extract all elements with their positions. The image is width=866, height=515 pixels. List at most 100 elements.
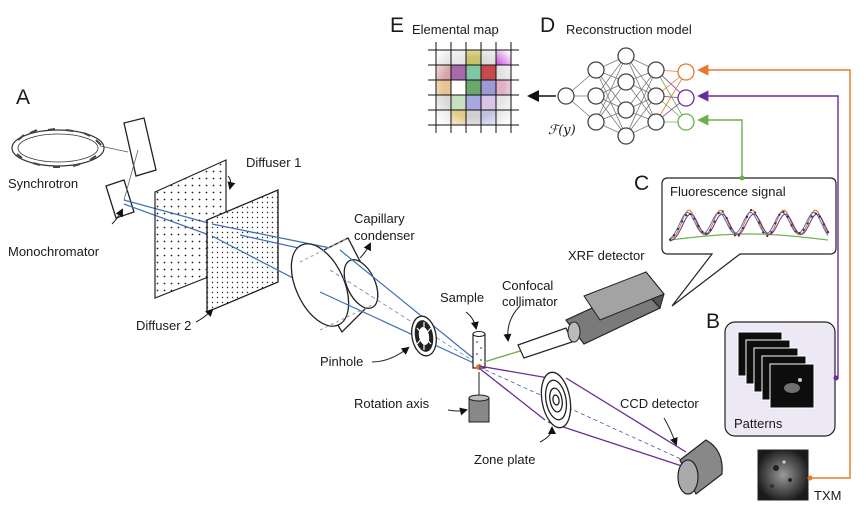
focused-beam: [319, 249, 479, 366]
nn-edge: [655, 71, 687, 123]
nn-node: [647, 87, 665, 105]
model-formula: ℱ(y): [548, 123, 576, 138]
spectrum-point: [822, 223, 826, 226]
pinhole: [411, 315, 437, 357]
spectrum-point: [677, 227, 680, 231]
synchrotron-label: Synchrotron: [8, 176, 78, 191]
monochromator: [105, 117, 157, 219]
fluorescence-signal-bubble: [661, 177, 837, 307]
spectrum-point: [790, 224, 793, 227]
nn-node: [587, 113, 605, 131]
spectrum-point: [693, 217, 696, 220]
spectrum-point: [774, 222, 777, 225]
spectrum-point: [681, 220, 684, 223]
spectrum-point: [806, 222, 809, 225]
confocal-label-line2: collimator: [502, 294, 558, 309]
spectrum-point: [737, 234, 740, 237]
spectrum-point: [810, 215, 813, 218]
spectrum-point: [713, 220, 716, 223]
spectrum-point: [701, 230, 704, 233]
nn-node: [647, 61, 665, 79]
fluorescence-signal-label: Fluorescence signal: [670, 184, 786, 199]
spectrum-point: [794, 230, 797, 233]
pinhole-label: Pinhole: [320, 354, 363, 369]
capillary-label-line1: Capillary: [354, 211, 405, 226]
spectrum-point: [733, 234, 736, 237]
nn-node: [677, 63, 695, 81]
confocal-label-line1: Confocal: [502, 278, 553, 293]
zone-plate: [540, 371, 572, 429]
rotation-stage: [468, 372, 490, 423]
fluorescence-spectrum: [668, 208, 830, 242]
spectrum-point: [749, 208, 753, 212]
panel-e-label: E: [390, 14, 404, 37]
spectrum-point: [766, 234, 769, 238]
confocal-collimator: [517, 327, 573, 359]
nn-node: [617, 101, 635, 119]
txm-image: [757, 449, 809, 501]
reconstruction-network: [557, 47, 695, 145]
transmission-cone: [478, 365, 695, 471]
spectrum-point: [725, 216, 728, 220]
synchrotron-beam-line: [99, 145, 129, 153]
panel-c-label: C: [634, 172, 649, 195]
nn-node: [617, 47, 635, 65]
sample-label: Sample: [440, 290, 484, 305]
spectrum-point: [753, 211, 757, 214]
nn-node: [677, 113, 695, 131]
spectrum-point: [786, 215, 789, 219]
pattern-speckle: [784, 383, 800, 393]
spectrum-fit-purple: [669, 213, 829, 242]
spectrum-point: [818, 215, 821, 218]
map-fade: [428, 42, 519, 133]
spectrum-point: [814, 212, 817, 215]
spectrum-point: [729, 227, 732, 230]
spectrum-point: [717, 212, 720, 215]
spectrum-baseline: [669, 233, 829, 241]
spectrum-point: [770, 230, 773, 234]
spectrum-point: [741, 226, 745, 230]
spectrum-point: [798, 231, 801, 235]
spectrum-point: [745, 215, 749, 219]
feedback-lines: [697, 64, 851, 481]
pattern-speckle: [798, 378, 802, 382]
spectrum-point: [685, 214, 688, 217]
capillary-label-line2: condenser: [354, 228, 415, 243]
panel-d-label: D: [540, 14, 555, 37]
nn-node: [617, 127, 635, 145]
ccd-detector-label: CCD detector: [620, 396, 699, 411]
nn-node: [677, 89, 695, 107]
elemental-map: [428, 42, 519, 133]
spectrum-point: [672, 234, 676, 237]
elemental-map-label: Elemental map: [412, 22, 499, 37]
spectrum-point: [762, 231, 765, 234]
xrf-detector-label: XRF detector: [568, 248, 645, 263]
zone-plate-label: Zone plate: [474, 452, 535, 467]
diffuser-2: [206, 189, 279, 313]
nn-node: [587, 87, 605, 105]
spectrum-point: [689, 212, 692, 215]
nn-edge: [595, 55, 627, 123]
label-pointers: [111, 175, 678, 446]
diffuser-1-label: Diffuser 1: [246, 155, 301, 170]
synchrotron-ring: [11, 128, 105, 168]
rotation-axis-label: Rotation axis: [354, 396, 430, 411]
spectrum-point: [705, 232, 708, 235]
spectrum-point: [758, 221, 761, 224]
xrf-detector: [565, 271, 665, 345]
spectrum-point: [668, 238, 672, 241]
spectrum-point: [826, 230, 830, 234]
nn-node: [587, 61, 605, 79]
capillary-condenser: [290, 237, 379, 334]
sample-rod: [472, 331, 486, 370]
spectrum-point: [782, 210, 785, 214]
patterns-label: Patterns: [734, 416, 783, 431]
spectrum-fit-blue: [669, 211, 829, 239]
nn-node: [557, 87, 575, 105]
spectrum-point: [802, 228, 805, 231]
nn-edge: [625, 69, 657, 137]
panel-a-label: A: [16, 86, 30, 109]
txm-label: TXM: [814, 488, 841, 503]
monochromator-label: Monochromator: [8, 244, 100, 259]
